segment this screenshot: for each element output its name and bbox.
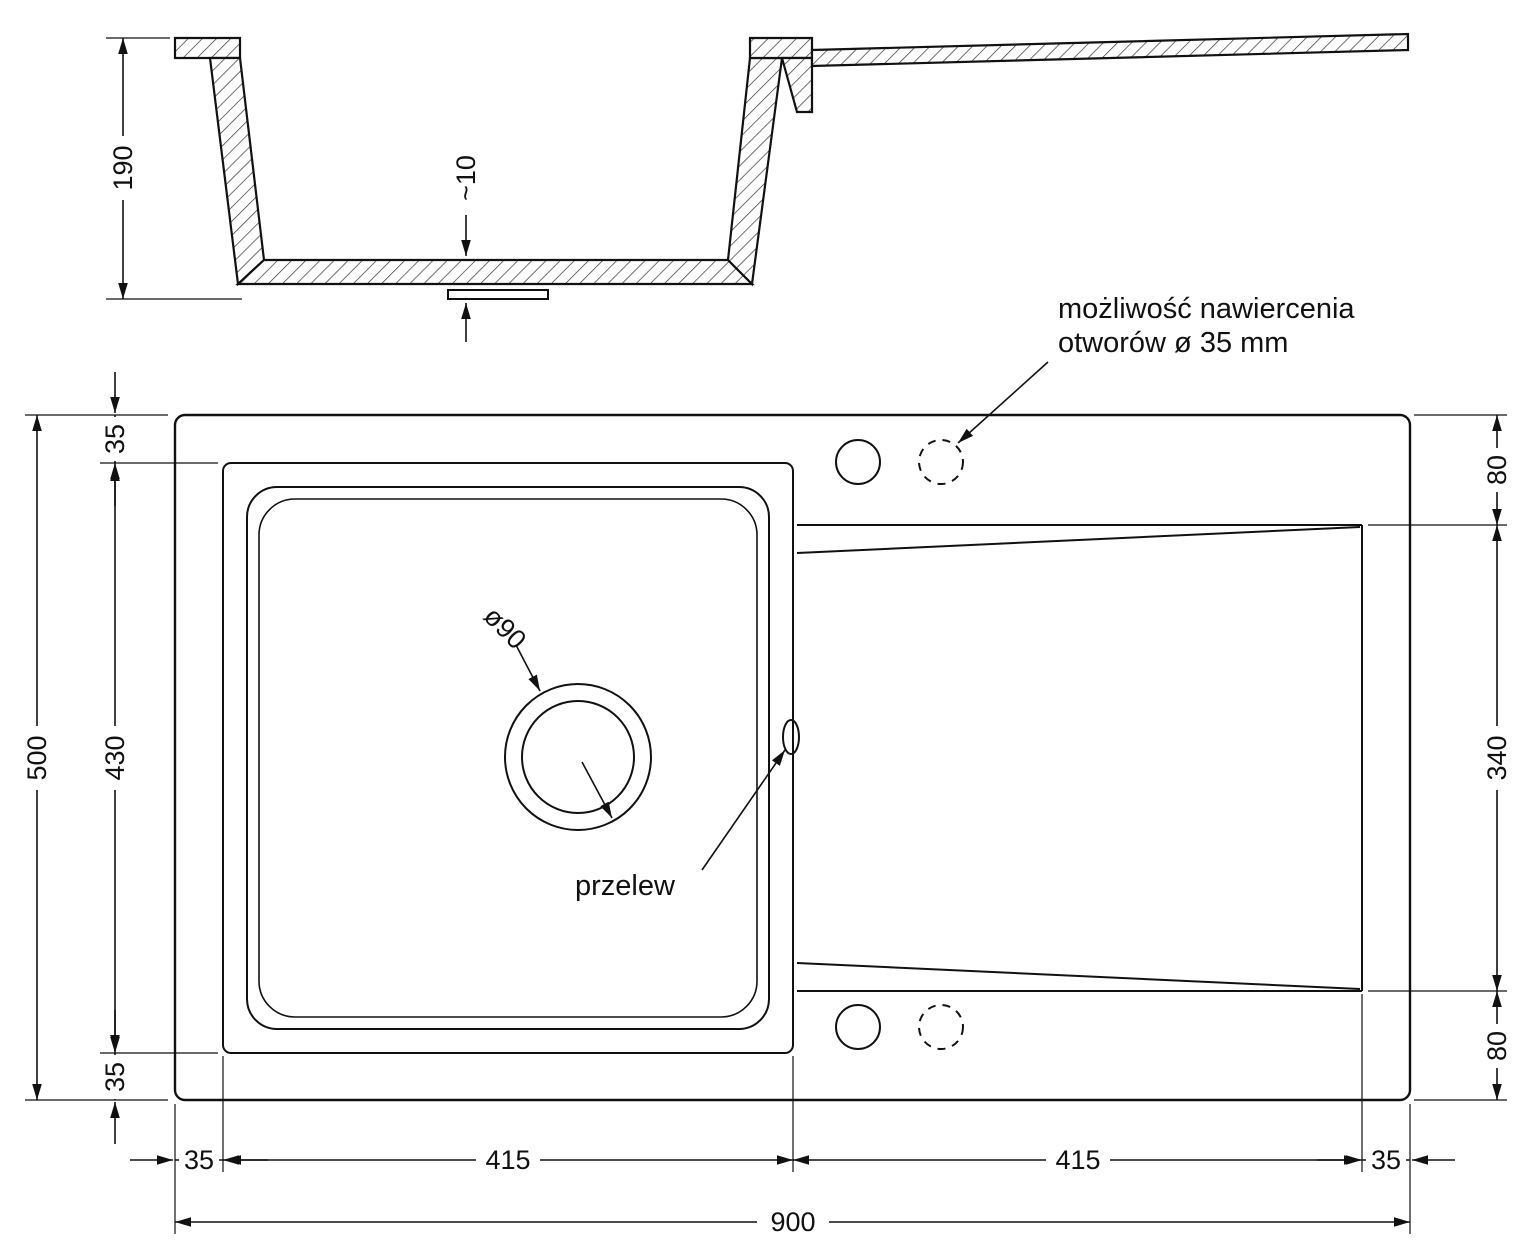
overflow-oval xyxy=(782,719,800,755)
dim-drainer-height-value: 340 xyxy=(1482,735,1512,780)
side-right-rim xyxy=(748,36,814,60)
drain-diameter-arrow-2 xyxy=(581,761,613,819)
dim-margin-top-value: 35 xyxy=(100,424,130,454)
drainboard-lines xyxy=(796,524,1363,992)
side-left-wall xyxy=(208,56,266,287)
dim-drainer-height: 340 xyxy=(1481,525,1513,991)
drain-inner-circle xyxy=(521,700,635,814)
optional-hole-top xyxy=(918,439,964,485)
plan-view: możliwość nawiercenia otworów ø 35 mm pr… xyxy=(173,293,1412,1102)
dim-basin-width-value: 415 xyxy=(485,1145,530,1175)
drill-note-line2: otworów ø 35 mm xyxy=(1058,327,1288,359)
drain-outer-circle xyxy=(504,683,652,831)
dim-drainer-offset-top: 80 xyxy=(1482,415,1512,525)
dim-drainer-offset-top-value: 80 xyxy=(1482,455,1512,485)
overflow-label: przelew xyxy=(575,749,786,902)
side-right-wall xyxy=(726,56,784,287)
dim-margin-right: 35 xyxy=(1317,1145,1455,1175)
dim-overall-height-value: 500 xyxy=(22,735,52,780)
bowl-edge-outer xyxy=(246,486,770,1030)
drill-note: możliwość nawiercenia otworów ø 35 mm xyxy=(957,293,1355,444)
side-bottom-slab xyxy=(235,258,755,286)
side-drain-plate xyxy=(447,289,549,300)
dim-overall-height: 500 xyxy=(21,415,53,1100)
dim-drainer-width-value: 415 xyxy=(1055,1145,1100,1175)
faucet-hole-bottom xyxy=(835,1004,881,1050)
drill-note-line1: możliwość nawiercenia xyxy=(1058,293,1355,325)
dim-drainer-offset-bottom-value: 80 xyxy=(1482,1031,1512,1061)
overflow-arrow xyxy=(701,749,786,871)
drill-note-arrow xyxy=(957,361,1049,444)
dim-margin-bottom-value: 35 xyxy=(100,1062,130,1092)
dim-bottom-gap-value: ~10 xyxy=(451,155,481,201)
side-section-view: 190 ~10 xyxy=(106,32,1410,342)
overflow-label-text: przelew xyxy=(575,870,676,902)
dim-margin-bottom: 35 xyxy=(100,1010,130,1144)
dim-drainer-width: 415 xyxy=(793,1144,1362,1176)
basin-outer-edge xyxy=(222,462,794,1054)
dim-basin-height: 430 xyxy=(99,463,131,1053)
dimension-annotations: 500 35 430 35 xyxy=(21,372,1513,1238)
dim-drainer-offset-bottom: 80 xyxy=(1482,991,1512,1100)
drain-diameter-arrow-1 xyxy=(515,644,541,692)
dim-depth-value: 190 xyxy=(108,145,138,190)
side-step xyxy=(780,56,814,114)
drain-diameter-text: ø90 xyxy=(478,601,532,655)
faucet-hole-top xyxy=(835,439,881,485)
bowl-edge-inner xyxy=(258,498,758,1018)
drain-diameter-label: ø90 xyxy=(478,601,613,819)
dim-margin-right-value: 35 xyxy=(1371,1145,1401,1175)
side-left-rim xyxy=(173,36,242,60)
side-drainboard-slab xyxy=(810,32,1410,68)
dim-margin-left-value: 35 xyxy=(184,1145,214,1175)
dim-bottom-gap: ~10 xyxy=(450,140,482,342)
dim-basin-height-value: 430 xyxy=(100,735,130,780)
dim-overall-width-value: 900 xyxy=(770,1207,815,1237)
dim-overall-width: 900 xyxy=(175,1206,1410,1238)
dim-margin-left: 35 xyxy=(130,1145,268,1175)
optional-hole-bottom xyxy=(918,1004,964,1050)
dim-basin-width: 415 xyxy=(223,1144,793,1176)
dim-depth: 190 xyxy=(106,37,242,300)
